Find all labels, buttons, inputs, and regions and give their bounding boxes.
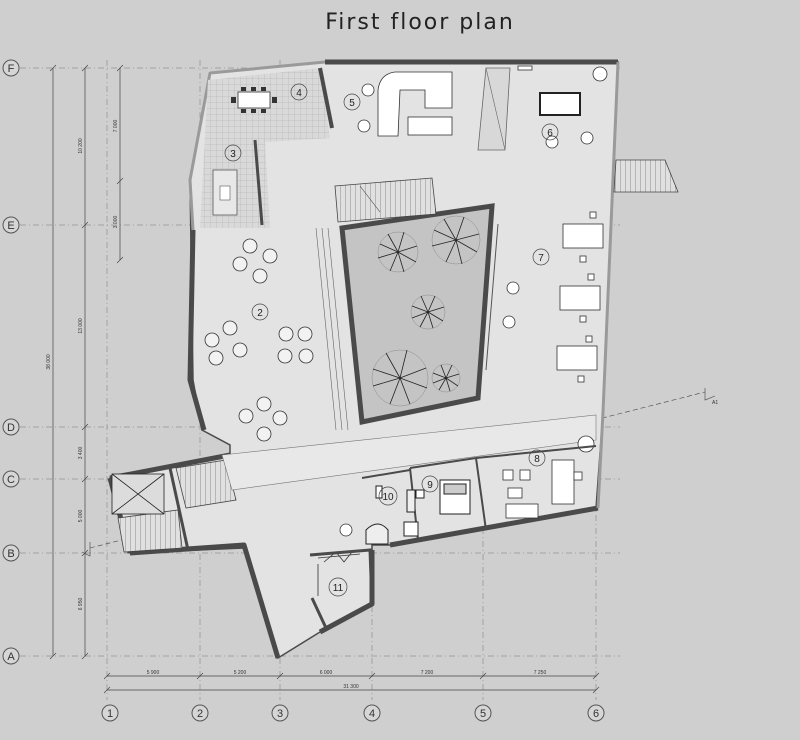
- elevator: [111, 473, 165, 515]
- dim-inner-2: 3 000: [113, 216, 119, 229]
- axis-bubble-5: 5: [474, 704, 492, 722]
- dim-e-d: 13 000: [78, 318, 84, 334]
- axis-bubble-f: F: [2, 59, 20, 77]
- left-dimension-lines: [49, 64, 124, 660]
- corridor: [221, 414, 597, 491]
- svg-text:6: 6: [547, 128, 553, 139]
- axis-bubble-1: 1: [101, 704, 119, 722]
- svg-text:4: 4: [296, 88, 302, 99]
- room-number-10: 10: [378, 486, 398, 506]
- dim-f-e: 10 200: [78, 138, 84, 154]
- dim-left-total: 38 000: [46, 354, 52, 370]
- svg-text:B: B: [7, 548, 14, 560]
- axis-bubble-3: 3: [271, 704, 289, 722]
- ramp-lines: [315, 227, 349, 431]
- plan-title: First floor plan: [325, 10, 515, 35]
- main-stairs: [334, 177, 437, 223]
- svg-text:F: F: [8, 63, 15, 75]
- section-label: A1: [712, 400, 718, 406]
- svg-text:1: 1: [107, 708, 113, 720]
- svg-text:C: C: [7, 474, 15, 486]
- svg-text:11: 11: [333, 583, 344, 594]
- dim-4-5: 7 200: [421, 670, 434, 676]
- axis-bubble-b: B: [2, 544, 20, 562]
- dim-d-c: 3 400: [78, 447, 84, 460]
- axis-bubble-4: 4: [363, 704, 381, 722]
- exterior-stairs: [613, 159, 679, 193]
- axis-bubble-d: D: [2, 418, 20, 436]
- room-number-6: 6: [541, 123, 559, 141]
- svg-text:2: 2: [197, 708, 203, 720]
- svg-text:6: 6: [593, 708, 599, 720]
- svg-text:4: 4: [369, 708, 375, 720]
- courtyard-trees: [371, 215, 481, 407]
- tv-unit: [539, 92, 581, 116]
- bottom-dimension-lines: [103, 672, 600, 694]
- facade-light-walls: [188, 60, 620, 509]
- svg-text:10: 10: [382, 492, 394, 503]
- axis-bubble-c: C: [2, 470, 20, 488]
- room7-beds: [502, 211, 604, 383]
- axis-bubble-e: E: [2, 216, 20, 234]
- partition: [485, 223, 499, 371]
- dim-2-3: 5 200: [234, 670, 247, 676]
- room-number-2: 2: [251, 303, 269, 321]
- svg-text:5: 5: [480, 708, 486, 720]
- svg-text:3: 3: [277, 708, 283, 720]
- svg-text:9: 9: [427, 480, 433, 491]
- svg-text:7: 7: [538, 253, 544, 264]
- dim-1-2: 5 900: [147, 670, 160, 676]
- dim-5-6: 7 250: [534, 670, 547, 676]
- svg-text:8: 8: [534, 454, 540, 465]
- svg-text:3: 3: [230, 149, 236, 160]
- dim-inner-1: 7 000: [113, 120, 119, 133]
- svg-text:D: D: [7, 422, 15, 434]
- lower-stairs: [175, 459, 237, 509]
- axis-bubble-a: A: [2, 647, 20, 665]
- svg-text:5: 5: [349, 98, 355, 109]
- courtyard: [339, 203, 495, 426]
- room-number-9: 9: [421, 475, 439, 493]
- room2-seating: [204, 238, 314, 442]
- room-number-7: 7: [532, 248, 550, 266]
- room10-bathroom: [365, 485, 419, 545]
- room-number-11: 11: [328, 577, 348, 597]
- living-sofa: [357, 65, 533, 137]
- room9-bedroom: [415, 479, 471, 515]
- svg-text:E: E: [7, 220, 14, 232]
- room11-storage: [317, 523, 361, 596]
- dim-b-a: 6 950: [78, 598, 84, 611]
- svg-text:2: 2: [257, 308, 263, 319]
- dim-bottom-total: 31 300: [343, 684, 359, 690]
- room-number-5: 5: [343, 93, 361, 111]
- room-number-8: 8: [528, 449, 546, 467]
- dim-3-4: 6 000: [320, 670, 333, 676]
- svg-text:A: A: [7, 651, 15, 663]
- room-number-3: 3: [224, 144, 242, 162]
- axis-bubble-6: 6: [587, 704, 605, 722]
- room-number-4: 4: [290, 83, 308, 101]
- dim-c-b: 5 000: [78, 510, 84, 523]
- room8-office: [502, 435, 595, 519]
- dining-table: [231, 87, 277, 113]
- axis-bubble-2: 2: [191, 704, 209, 722]
